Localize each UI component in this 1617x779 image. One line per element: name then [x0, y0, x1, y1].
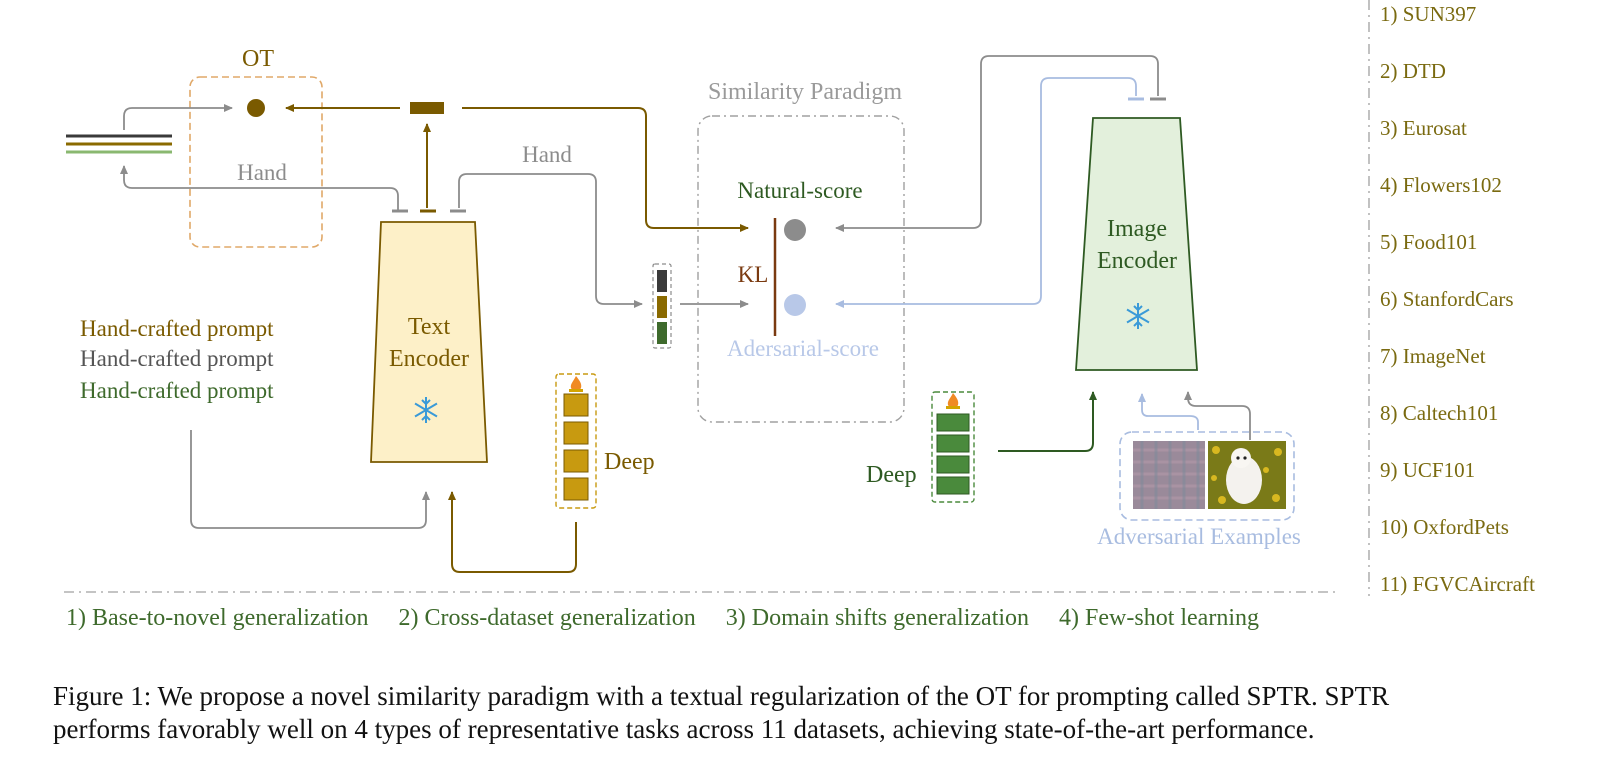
- dataset-item: 11) FGVCAircraft: [1380, 572, 1535, 596]
- noise-image: [1133, 441, 1205, 509]
- stacked-token-dark: [657, 270, 667, 292]
- ot-label: OT: [242, 46, 274, 72]
- deep-left-label: Deep: [604, 449, 655, 475]
- deep-token-gold-2: [563, 421, 589, 445]
- text-encoder-label-2: Encoder: [389, 346, 469, 372]
- arrow-deep-to-image-encoder: [998, 391, 1097, 452]
- text-encoder-label-1: Text: [408, 314, 451, 340]
- ot-box: [189, 76, 323, 248]
- deep-token-gold-4: [563, 477, 589, 501]
- prompt-gray: Hand-crafted prompt: [80, 346, 274, 371]
- adversarial-score-label: Adersarial-score: [727, 336, 879, 361]
- dataset-item: 7) ImageNet: [1380, 344, 1486, 368]
- arrow-hand-mid: [458, 173, 643, 308]
- task-list: 1) Base-to-novel generalization 2) Cross…: [66, 605, 1283, 632]
- dataset-item: 8) Caltech101: [1380, 401, 1499, 425]
- image-encoder: [1075, 117, 1198, 371]
- hand-left-label: Hand: [237, 160, 287, 185]
- task-item: 4) Few-shot learning: [1059, 605, 1259, 631]
- prompt-token-bar: [410, 102, 444, 114]
- arrow-prompts-to-encoder: [190, 430, 430, 529]
- flame-icon: [946, 393, 960, 409]
- natural-score-label: Natural-score: [737, 178, 862, 203]
- dataset-item: 9) UCF101: [1380, 458, 1476, 482]
- arrow-noise-to-encoder: [1138, 393, 1199, 430]
- arrow-token-to-natural: [462, 107, 749, 232]
- deep-token-green-4: [936, 476, 970, 495]
- caption-line-2: performs favorably well on 4 types of re…: [53, 714, 1315, 744]
- snowflake-icon: [1126, 303, 1150, 329]
- arrow-dog-to-encoder: [1184, 391, 1251, 440]
- arrow-features-to-ot: [123, 104, 233, 130]
- arrow-image-to-natural: [835, 55, 1159, 232]
- dataset-item: 4) Flowers102: [1380, 173, 1502, 197]
- image-encoder-label-1: Image: [1107, 216, 1167, 242]
- arrow-deep-to-text-encoder: [448, 491, 577, 573]
- adversarial-examples-label: Adversarial Examples: [1097, 524, 1301, 549]
- dataset-item: 2) DTD: [1380, 59, 1446, 83]
- caption-line-1: Figure 1: We propose a novel similarity …: [53, 681, 1390, 711]
- flame-icon: [569, 376, 583, 392]
- deep-token-green-1: [936, 413, 970, 432]
- hand-mid-label: Hand: [522, 142, 572, 167]
- deep-prompt-box-left: [555, 373, 597, 509]
- image-encoder-label-2: Encoder: [1097, 248, 1177, 274]
- text-encoder: [370, 221, 488, 463]
- deep-prompt-box-right: [931, 391, 975, 503]
- stacked-token-green: [657, 322, 667, 344]
- dog-image: [1208, 441, 1286, 509]
- ot-node: [247, 99, 265, 117]
- dataset-item: 3) Eurosat: [1380, 116, 1467, 140]
- task-item: 1) Base-to-novel generalization: [66, 605, 369, 631]
- deep-right-label: Deep: [866, 462, 917, 488]
- arrow-image-to-adversarial: [835, 77, 1137, 308]
- snowflake-icon: [414, 397, 438, 423]
- similarity-paradigm-title: Similarity Paradigm: [708, 79, 902, 105]
- adversarial-examples-box: [1119, 431, 1295, 521]
- natural-score-node: [784, 219, 806, 241]
- dataset-item: 1) SUN397: [1380, 2, 1477, 26]
- stacked-token-box: [652, 263, 672, 349]
- dataset-item: 10) OxfordPets: [1380, 515, 1509, 539]
- task-item: 3) Domain shifts generalization: [725, 605, 1030, 631]
- prompt-green: Hand-crafted prompt: [80, 378, 274, 403]
- similarity-paradigm-box: [697, 115, 905, 423]
- adversarial-score-node: [784, 294, 806, 316]
- deep-token-green-2: [936, 434, 970, 453]
- deep-token-green-3: [936, 455, 970, 474]
- deep-token-gold-3: [563, 449, 589, 473]
- deep-token-gold-1: [563, 393, 589, 417]
- dataset-item: 6) StanfordCars: [1380, 287, 1514, 311]
- task-item: 2) Cross-dataset generalization: [398, 605, 696, 631]
- arrow-hand-left: [120, 165, 399, 210]
- stacked-token-olive: [657, 296, 667, 318]
- figure-caption: Figure 1: We propose a novel similarity …: [53, 680, 1593, 746]
- dataset-item: 5) Food101: [1380, 230, 1478, 254]
- prompt-olive: Hand-crafted prompt: [80, 316, 274, 341]
- kl-label: KL: [738, 262, 769, 287]
